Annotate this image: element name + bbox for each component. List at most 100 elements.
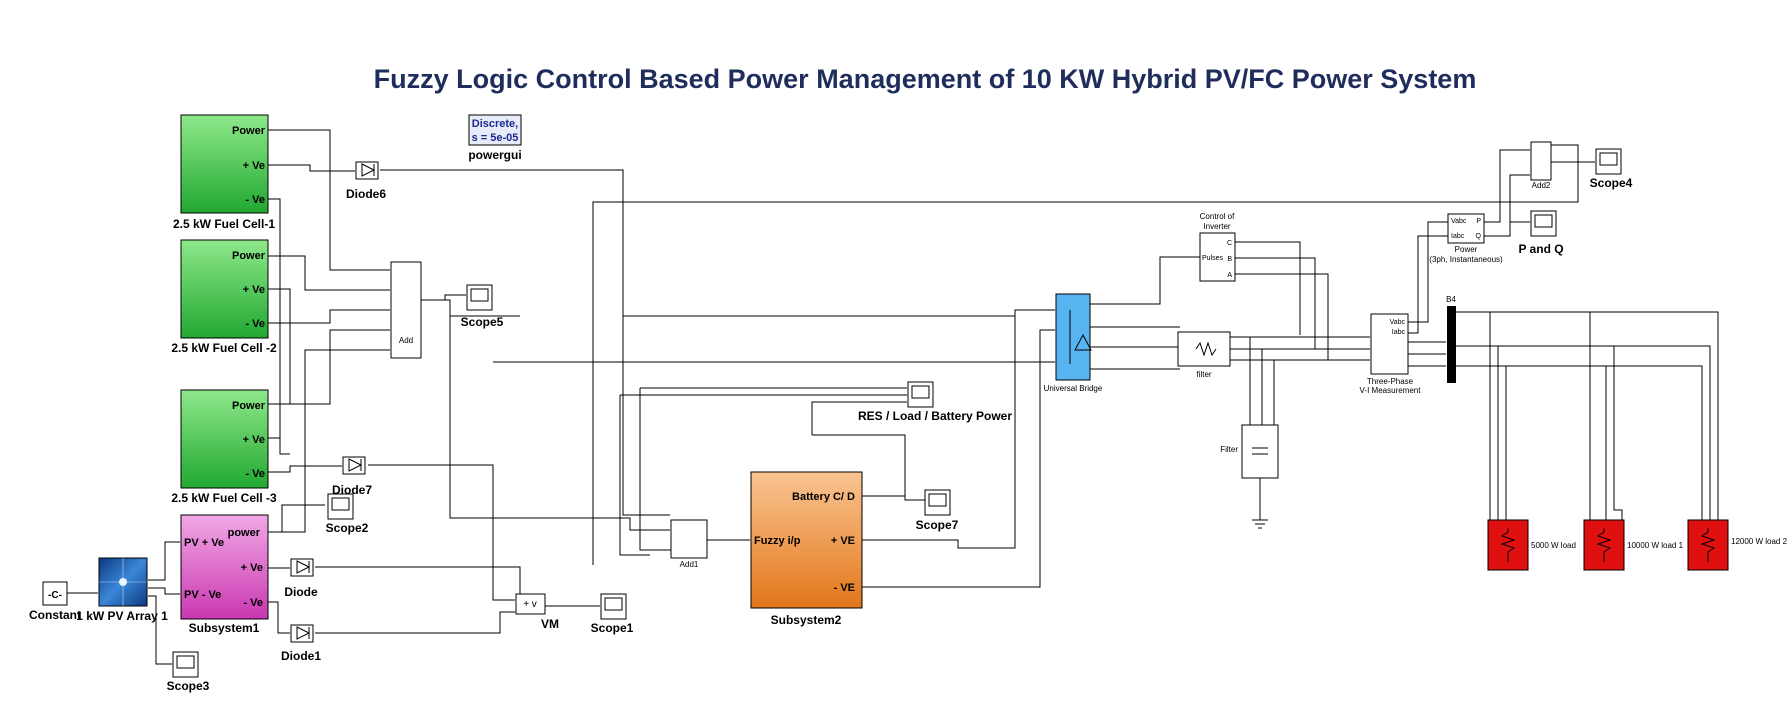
control-a-port: A	[1227, 272, 1232, 279]
diode1-block[interactable]: Diode1	[281, 624, 321, 663]
fc2-plus-port: + Ve	[243, 284, 265, 296]
scope-res-label: RES / Load / Battery Power	[858, 409, 1012, 423]
scope2-label: Scope2	[326, 521, 369, 535]
add-label: Add	[399, 336, 413, 345]
vm-text: + v	[523, 599, 537, 610]
fc1-plus-port: + Ve	[243, 160, 265, 172]
control-inverter-block[interactable]: Control of Inverter Pulses C B A	[1199, 212, 1236, 282]
filter2-label: Filter	[1220, 445, 1238, 454]
sub2-plus-port: + VE	[831, 535, 855, 547]
add1-block[interactable]: Add1	[670, 519, 708, 569]
diode-block[interactable]: Diode	[284, 558, 318, 599]
control-b-port: B	[1227, 256, 1232, 263]
signal-lines	[67, 129, 1719, 665]
bridge-label: Universal Bridge	[1044, 384, 1103, 393]
fc1-minus-port: - Ve	[245, 194, 265, 206]
scope-pq-block[interactable]: P and Q	[1518, 210, 1564, 256]
scope5-label: Scope5	[461, 315, 504, 329]
sub1-power-port: power	[228, 527, 261, 539]
filter-shunt-block[interactable]: Filter	[1220, 424, 1279, 529]
scope1-block[interactable]: Scope1	[591, 593, 634, 635]
fuel-cell-2[interactable]: Power + Ve - Ve 2.5 kW Fuel Cell -2	[171, 239, 277, 355]
powergui-line1: Discrete,	[472, 118, 518, 130]
power-q-port: Q	[1476, 233, 1482, 240]
power-label1: Power	[1455, 245, 1478, 254]
load1-label: 5000 W load	[1531, 541, 1576, 550]
pv-array-block[interactable]: 1 kW PV Array 1	[76, 557, 168, 623]
constant-block[interactable]: -C- Constant	[29, 581, 81, 622]
fc3-power-port: Power	[232, 400, 266, 412]
load3-label: 12000 W load 2	[1731, 537, 1788, 546]
constant-text: -C-	[48, 590, 62, 601]
scope2-block[interactable]: Scope2	[326, 493, 369, 535]
add2-block[interactable]: Add2	[1530, 141, 1552, 190]
vi-measurement-block[interactable]: Vabc Iabc Three-Phase V-I Measurement	[1360, 313, 1422, 395]
fc1-label: 2.5 kW Fuel Cell-1	[173, 217, 275, 231]
add1-label: Add1	[680, 560, 699, 569]
power-iabc-port: Iabc	[1451, 233, 1465, 240]
fc2-power-port: Power	[232, 250, 266, 262]
vi-iabc-port: Iabc	[1392, 329, 1406, 336]
scope7-label: Scope7	[916, 518, 959, 532]
control-label2: Inverter	[1203, 222, 1230, 231]
sub1-pv-plus-port: PV + Ve	[184, 537, 224, 549]
sub1-pv-minus-port: PV - Ve	[184, 589, 221, 601]
fuel-cell-3[interactable]: Power + Ve - Ve 2.5 kW Fuel Cell -3	[171, 389, 277, 505]
scope4-label: Scope4	[1590, 176, 1633, 190]
sub1-plus-port: + Ve	[241, 562, 263, 574]
fc3-minus-port: - Ve	[245, 468, 265, 480]
vm-label: VM	[541, 617, 559, 631]
scope3-label: Scope3	[167, 679, 210, 693]
scope4-block[interactable]: Scope4	[1590, 148, 1633, 190]
power-p-port: P	[1476, 218, 1481, 225]
scope3-block[interactable]: Scope3	[167, 651, 210, 693]
sub1-minus-port: - Ve	[243, 597, 263, 609]
control-c-port: C	[1227, 240, 1232, 247]
subsystem1-block[interactable]: PV + Ve PV - Ve power + Ve - Ve Subsyste…	[180, 514, 269, 635]
scope-pq-label: P and Q	[1518, 242, 1563, 256]
constant-label: Constant	[29, 608, 81, 622]
vi-vabc-port: Vabc	[1390, 319, 1406, 326]
load-12000[interactable]: 12000 W load 2	[1687, 519, 1788, 571]
power-3ph-block[interactable]: Vabc Iabc P Q Power (3ph, Instantaneous)	[1429, 213, 1503, 264]
vi-label1: Three-Phase	[1367, 377, 1414, 386]
powergui-block[interactable]: Discrete, s = 5e-05 powergui	[468, 114, 522, 162]
fuel-cell-1[interactable]: Power + Ve - Ve 2.5 kW Fuel Cell-1	[173, 114, 275, 231]
load-5000[interactable]: 5000 W load	[1487, 519, 1576, 571]
powergui-label: powergui	[468, 148, 521, 162]
scope1-label: Scope1	[591, 621, 634, 635]
bus-label: B4	[1446, 295, 1456, 304]
sub2-fuzzy-port: Fuzzy i/p	[754, 535, 801, 547]
load-10000[interactable]: 10000 W load 1	[1583, 519, 1684, 571]
diode-label: Diode	[284, 585, 318, 599]
diode6-label: Diode6	[346, 187, 386, 201]
fc2-minus-port: - Ve	[245, 318, 265, 330]
scope7-block[interactable]: Scope7	[916, 489, 959, 532]
pv-array-label: 1 kW PV Array 1	[76, 609, 168, 623]
subsystem2-block[interactable]: Fuzzy i/p Battery C/ D + VE - VE Subsyst…	[750, 471, 863, 627]
diode6-block[interactable]: Diode6	[346, 161, 386, 201]
universal-bridge-block[interactable]: Universal Bridge	[1044, 293, 1103, 393]
diode1-label: Diode1	[281, 649, 321, 663]
fc3-label: 2.5 kW Fuel Cell -3	[171, 491, 277, 505]
scope-res-load-battery[interactable]: RES / Load / Battery Power	[858, 381, 1012, 423]
fc3-plus-port: + Ve	[243, 434, 265, 446]
control-label1: Control of	[1200, 212, 1235, 221]
vi-label2: V-I Measurement	[1360, 386, 1422, 395]
filter-series-block[interactable]: filter	[1177, 331, 1231, 379]
scope5-block[interactable]: Scope5	[461, 284, 504, 329]
voltage-measurement-block[interactable]: + v VM	[515, 593, 559, 631]
diagram-title: Fuzzy Logic Control Based Power Manageme…	[374, 64, 1477, 94]
sub2-minus-port: - VE	[834, 582, 855, 594]
power-vabc-port: Vabc	[1451, 218, 1467, 225]
control-pulses-port: Pulses	[1202, 255, 1224, 262]
fc1-power-port: Power	[232, 125, 266, 137]
add-block[interactable]: Add	[390, 261, 422, 359]
load2-label: 10000 W load 1	[1627, 541, 1684, 550]
diode7-block[interactable]: Diode7	[332, 456, 372, 497]
bus-b4[interactable]: B4	[1446, 295, 1456, 383]
power-label2: (3ph, Instantaneous)	[1429, 255, 1503, 264]
subsystem1-label: Subsystem1	[189, 621, 260, 635]
filter-label: filter	[1196, 370, 1211, 379]
